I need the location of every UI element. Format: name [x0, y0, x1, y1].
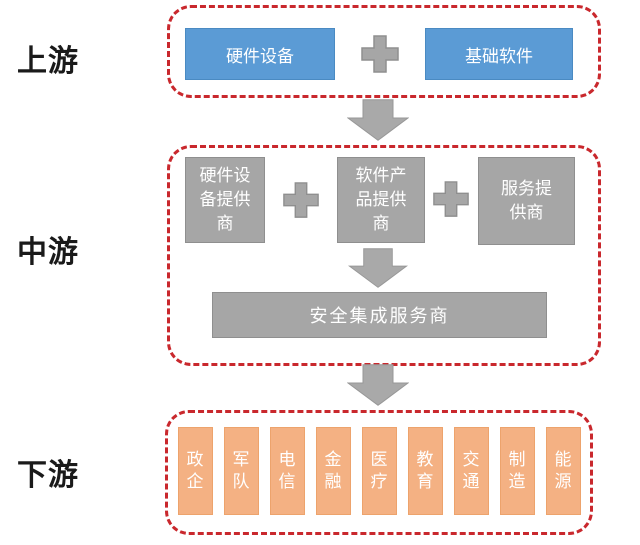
plus-icon	[283, 182, 319, 218]
arrow-down-icon	[347, 99, 409, 141]
stage-label-downstream: 下游	[17, 459, 79, 492]
midstream-software-provider-box: 软件产品提供商	[337, 157, 425, 243]
arrow-down-icon	[347, 364, 409, 406]
sector-box-military: 军队	[223, 427, 259, 515]
midstream-group-outline: 硬件设备提供商 软件产品提供商 服务提供商 安全集成服务商	[167, 145, 601, 366]
security-integrator-box: 安全集成服务商	[212, 292, 547, 338]
sector-box-medical: 医疗	[361, 427, 397, 515]
downstream-group-outline: 政企 军队 电信 金融 医疗 教育 交通 制造 能源	[165, 410, 593, 535]
sector-box-government: 政企	[177, 427, 213, 515]
stage-label-midstream: 中游	[17, 236, 79, 269]
plus-icon	[361, 35, 399, 73]
upstream-software-box: 基础软件	[425, 28, 573, 80]
stage-label-upstream: 上游	[17, 45, 79, 78]
sector-box-energy: 能源	[545, 427, 581, 515]
sector-box-education: 教育	[407, 427, 443, 515]
sector-box-transport: 交通	[453, 427, 489, 515]
midstream-service-provider-box: 服务提供商	[478, 157, 575, 245]
sector-box-telecom: 电信	[269, 427, 305, 515]
upstream-group-outline: 硬件设备 基础软件	[167, 5, 601, 98]
sector-box-finance: 金融	[315, 427, 351, 515]
midstream-hardware-provider-box: 硬件设备提供商	[185, 157, 265, 243]
upstream-hardware-box: 硬件设备	[185, 28, 335, 80]
plus-icon	[433, 181, 469, 217]
sector-box-manufacturing: 制造	[499, 427, 535, 515]
arrow-down-icon	[347, 248, 409, 288]
